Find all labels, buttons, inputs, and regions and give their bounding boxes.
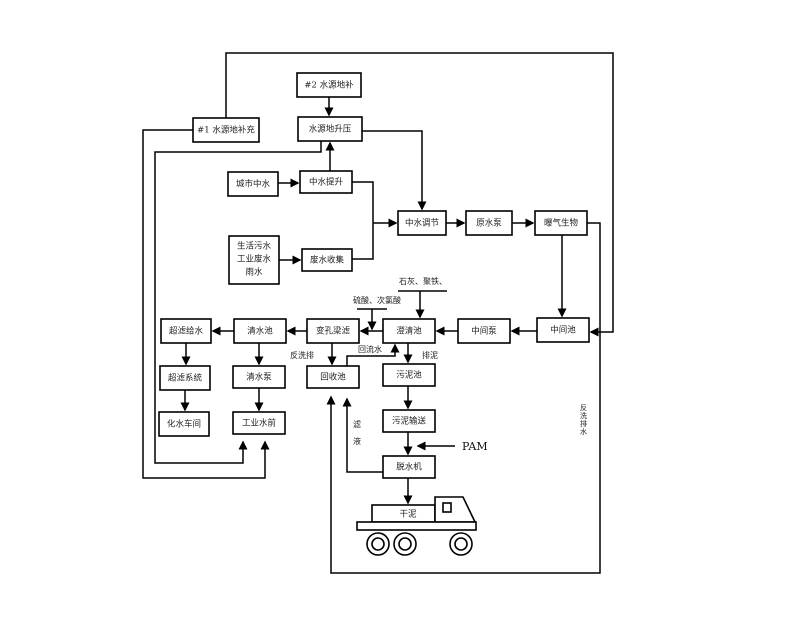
label-acid: 硫酸、次氯酸 bbox=[353, 295, 401, 305]
label-backwash: 反洗排 bbox=[290, 350, 314, 360]
box-filter: 变孔梁滤 bbox=[316, 326, 351, 337]
box-chem-ws: 化水车间 bbox=[167, 419, 201, 430]
box-boost: 水源地升压 bbox=[309, 124, 352, 135]
box-mid-tank: 中间池 bbox=[550, 325, 576, 336]
box-collect: 废水收集 bbox=[310, 255, 345, 266]
box-industrial: 工业水前 bbox=[242, 418, 277, 429]
label-backwash-drain-1: 反 bbox=[580, 403, 587, 412]
box-clear-pump: 清水泵 bbox=[246, 372, 272, 383]
box-dry-sludge: 干泥 bbox=[399, 510, 417, 520]
box-recovery: 回收池 bbox=[320, 372, 346, 383]
label-filtrate-1: 滤 bbox=[353, 419, 361, 429]
box-aeration: 曝气生物 bbox=[544, 218, 579, 229]
box-raw-pump: 原水泵 bbox=[476, 218, 502, 229]
process-boxes: #2 水源地补 #1 水源地补充 水源地升压 城市中水 中水提升 生活污水 工业… bbox=[158, 72, 590, 479]
box-mid-pump: 中间泵 bbox=[471, 326, 497, 337]
connectors bbox=[142, 52, 614, 574]
truck-icon: 干泥 bbox=[356, 496, 477, 556]
label-lime: 石灰、聚铁、 bbox=[399, 276, 447, 286]
box-clear-tank: 清水池 bbox=[247, 326, 273, 337]
label-backwash-drain-4: 水 bbox=[580, 427, 587, 436]
annotations: 石灰、聚铁、 硫酸、次氯酸 回流水 反洗排 排泥 滤 液 PAM 反 洗 排 水 bbox=[290, 276, 587, 453]
box-clarifier: 澄清池 bbox=[396, 326, 422, 337]
label-filtrate-2: 液 bbox=[353, 436, 361, 446]
label-backwash-drain-2: 洗 bbox=[580, 411, 587, 420]
box-lift: 中水提升 bbox=[309, 177, 344, 188]
box-src2: #2 水源地补 bbox=[304, 80, 354, 91]
box-dewater: 脱水机 bbox=[396, 462, 422, 473]
box-sludge-tank: 污泥池 bbox=[396, 370, 422, 381]
box-city: 城市中水 bbox=[236, 179, 271, 190]
box-src1: #1 水源地补充 bbox=[197, 125, 255, 136]
waste-src-1: 生活污水 bbox=[237, 241, 272, 252]
label-pam: PAM bbox=[462, 440, 488, 453]
label-discharge: 排泥 bbox=[422, 350, 438, 360]
box-uf-system: 超滤系统 bbox=[168, 373, 203, 384]
waste-src-3: 雨水 bbox=[245, 267, 263, 278]
box-regulate: 中水调节 bbox=[405, 218, 440, 229]
label-return-water: 回流水 bbox=[358, 344, 382, 354]
box-uf-feed: 超滤给水 bbox=[169, 326, 204, 337]
label-backwash-drain-3: 排 bbox=[580, 419, 587, 428]
box-sludge-conv: 污泥输送 bbox=[392, 416, 427, 427]
waste-src-2: 工业废水 bbox=[237, 254, 272, 265]
